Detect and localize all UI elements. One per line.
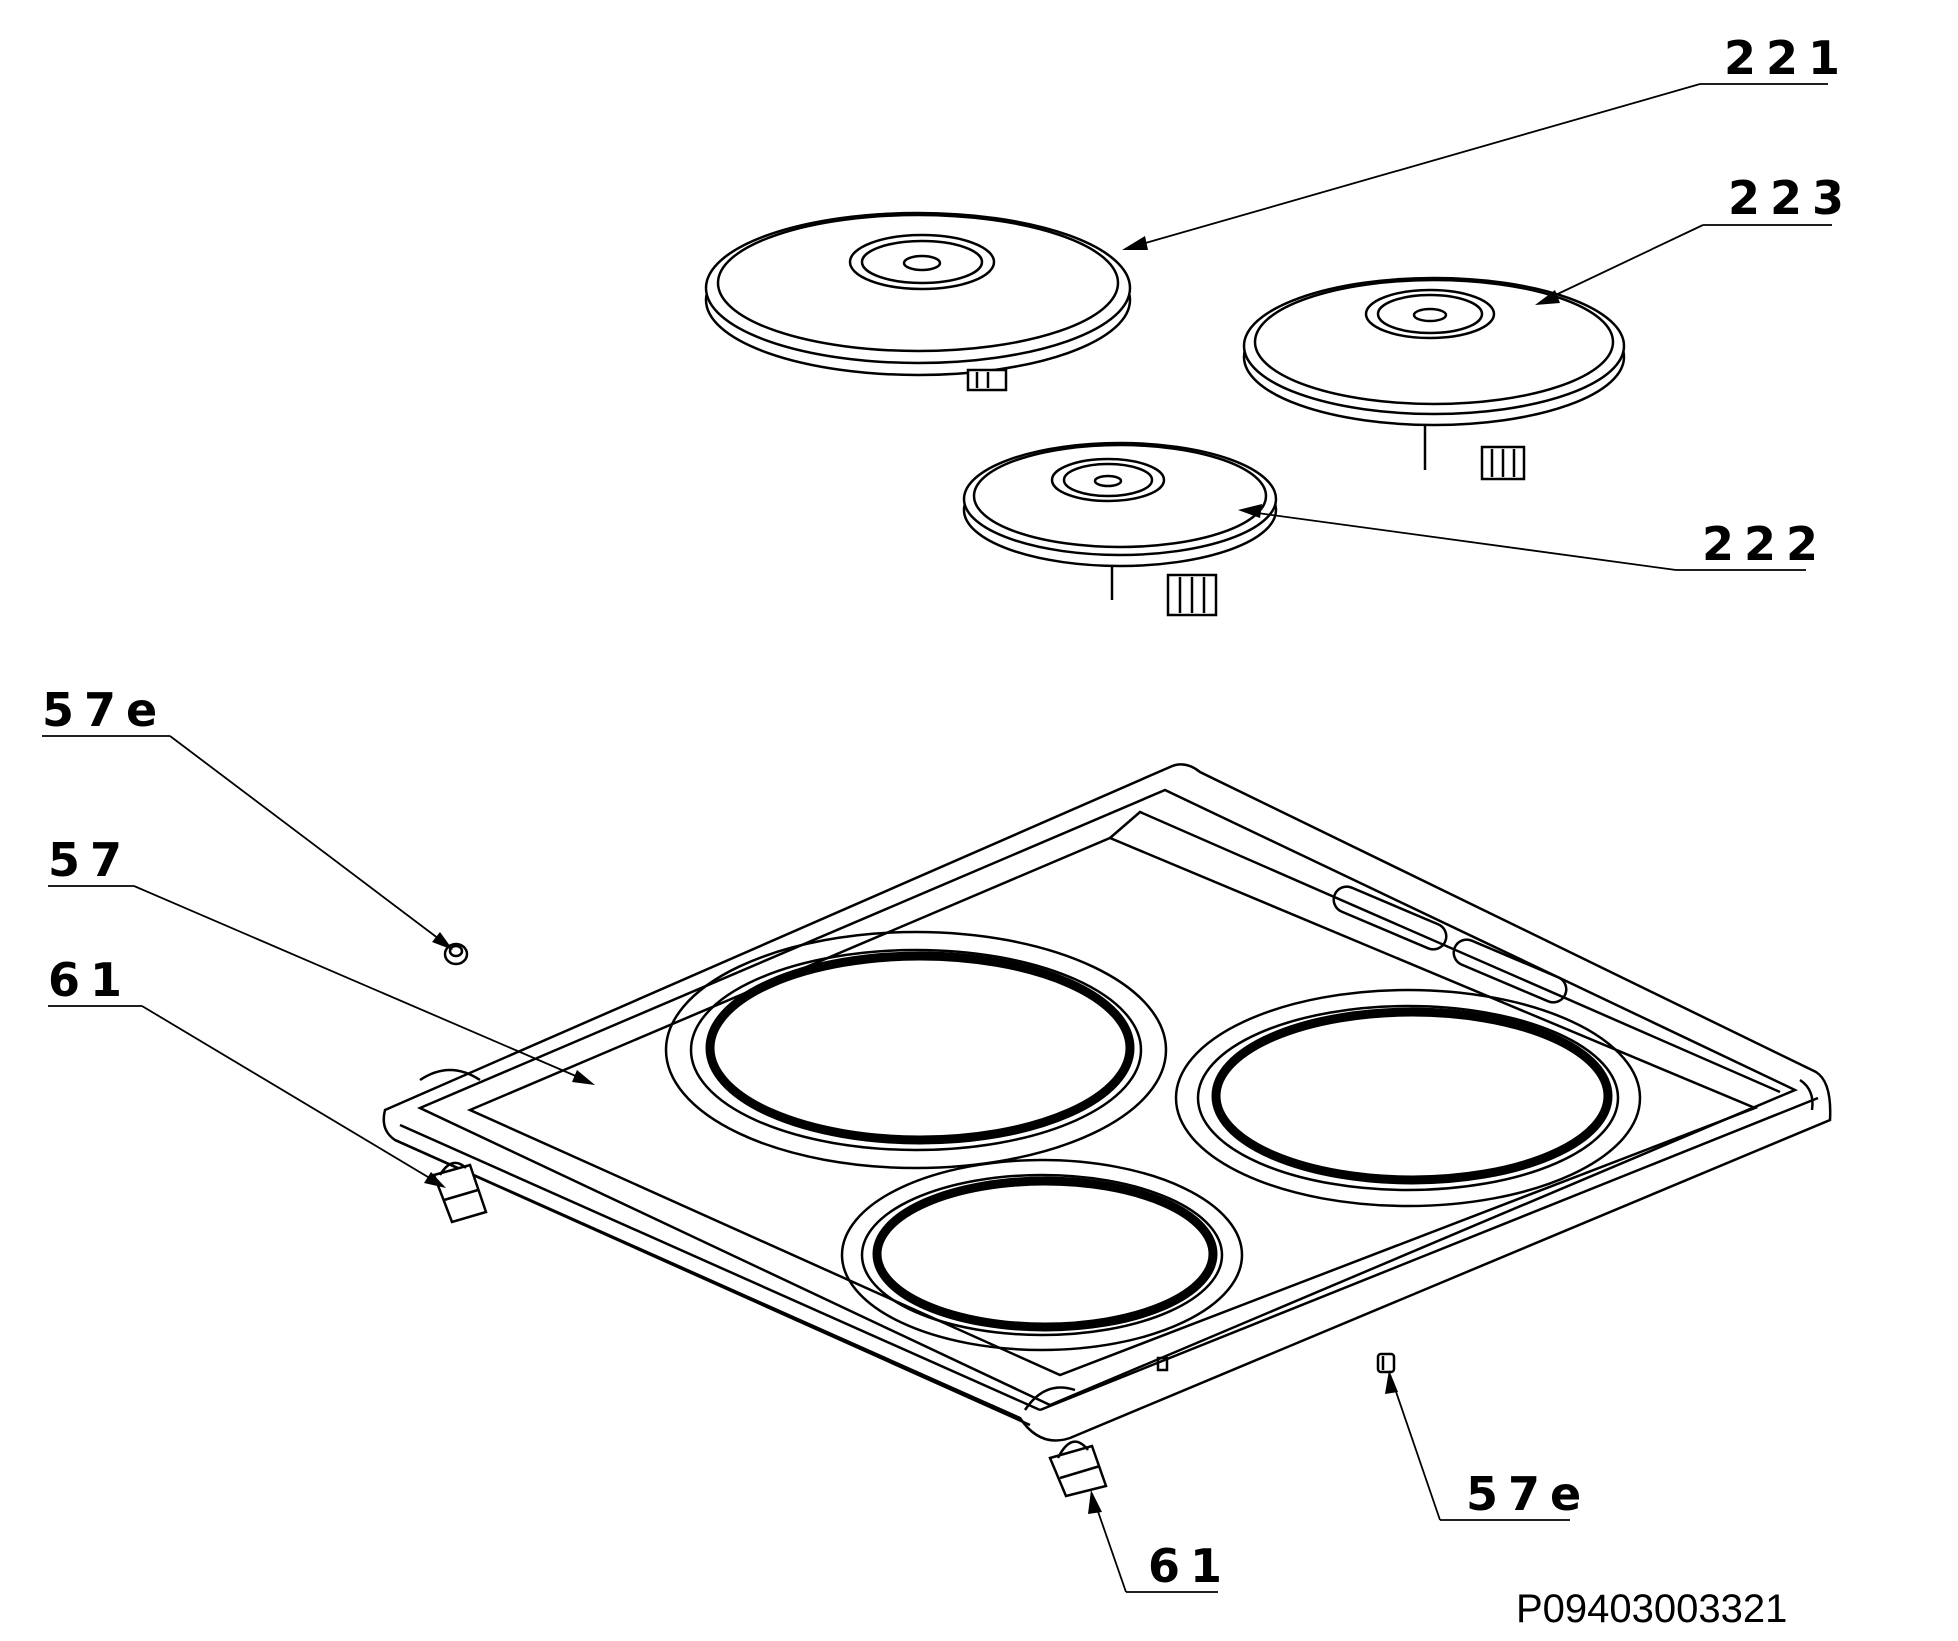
hotplate-222 [962,441,1278,617]
label-61-bottom: 61 [1148,1539,1232,1593]
hob-frame-57 [382,763,1832,1442]
label-57e-top: 57e [42,683,167,737]
label-57: 57 [48,833,132,887]
drawing-reference-code: P09403003321 [1516,1587,1787,1631]
label-57e-bottom: 57e [1466,1467,1591,1521]
clip-61-bottom [1048,1440,1108,1498]
label-221: 221 [1724,31,1850,85]
leader-lines [42,83,1832,1593]
label-61-left: 61 [48,953,132,1007]
hotplate-221 [704,211,1132,392]
label-223: 223 [1728,171,1854,225]
clip-61-left [432,1161,488,1224]
label-222: 222 [1702,517,1828,571]
screw-57e-bottom [1376,1352,1396,1374]
hotplate-223 [1242,276,1626,481]
